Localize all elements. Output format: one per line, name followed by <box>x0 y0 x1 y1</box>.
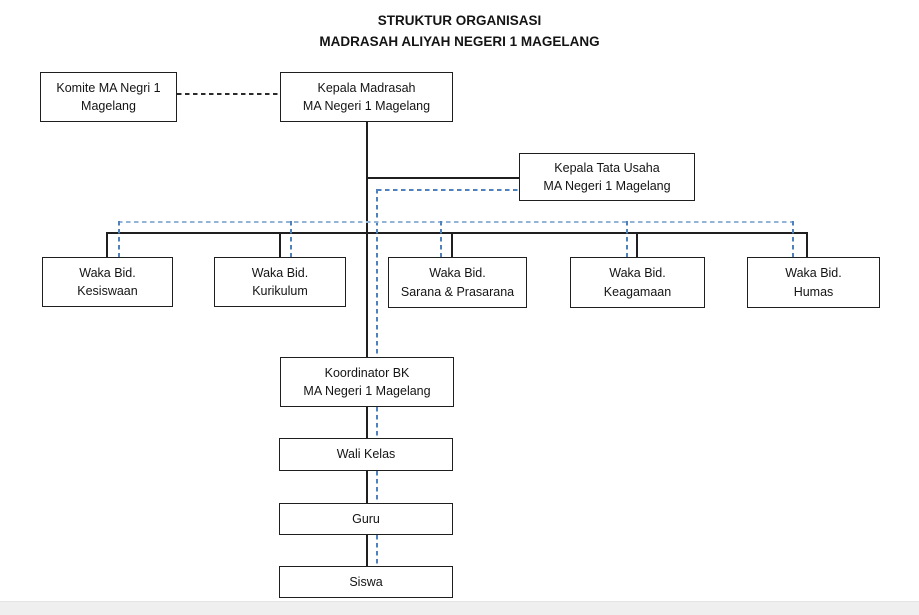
node-kepala-tata-usaha-line2: MA Negeri 1 Magelang <box>543 179 671 193</box>
node-guru: Guru <box>279 503 453 535</box>
connector-koordinator-wali-dashed <box>376 407 378 438</box>
node-waka-humas-line1: Waka Bid. <box>785 266 842 280</box>
node-waka-kurikulum-line1: Waka Bid. <box>251 265 309 280</box>
node-waka-sarana-prasarana-line1: Waka Bid. <box>429 266 486 280</box>
node-komite: Komite MA Negri 1 Magelang <box>40 72 177 122</box>
node-waka-kurikulum-line2: Kurikulum <box>252 284 308 298</box>
node-koordinator-bk-line1: Koordinator BK <box>324 365 410 380</box>
connector-stub-kesiswaan-solid <box>106 232 108 257</box>
node-waka-kesiswaan-line1: Waka Bid. <box>79 265 136 280</box>
node-komite-line1: Komite MA Negri 1 <box>56 80 161 95</box>
node-kepala-tata-usaha-line1: Kepala Tata Usaha <box>554 160 660 175</box>
connector-koordinator-wali-solid <box>366 407 368 438</box>
connector-stub-keagamaan-dashed <box>626 221 628 257</box>
connector-guru-siswa-dashed <box>376 535 378 566</box>
node-koordinator-bk-line2: MA Negeri 1 Magelang <box>303 384 431 398</box>
node-siswa: Siswa <box>279 566 453 598</box>
node-kepala-madrasah-line1: Kepala Madrasah <box>317 80 416 95</box>
connector-stub-kesiswaan-dashed <box>118 221 120 257</box>
connector-wali-guru-solid <box>366 471 368 503</box>
node-kepala-madrasah-line2: MA Negeri 1 Magelang <box>302 99 431 113</box>
connector-komite-kepala-dashed <box>177 93 280 95</box>
node-waka-kesiswaan-line2: Kesiswaan <box>77 284 138 298</box>
horizontal-scrollbar-track[interactable] <box>0 601 919 615</box>
connector-stub-kurikulum-dashed <box>290 221 292 257</box>
page-title: STRUKTUR ORGANISASI MADRASAH ALIYAH NEGE… <box>0 10 919 52</box>
node-waka-keagamaan: Waka Bid. Keagamaan <box>570 257 705 308</box>
node-wali-kelas-line1: Wali Kelas <box>336 447 396 462</box>
connector-trunk-to-tata-usaha <box>366 177 519 179</box>
node-koordinator-bk: Koordinator BK MA Negeri 1 Magelang <box>280 357 454 407</box>
connector-guru-siswa-solid <box>366 535 368 566</box>
node-guru-line1: Guru <box>352 511 380 526</box>
connector-waka-rail-solid <box>106 232 807 234</box>
node-waka-humas: Waka Bid. Humas <box>747 257 880 308</box>
connector-stub-keagamaan-solid <box>636 232 638 257</box>
connector-stub-sarana-dashed <box>440 221 442 257</box>
node-kepala-madrasah: Kepala Madrasah MA Negeri 1 Magelang <box>280 72 453 122</box>
node-waka-keagamaan-line2: Keagamaan <box>603 284 672 299</box>
page-title-line1: STRUKTUR ORGANISASI <box>377 13 542 28</box>
connector-wali-guru-dashed <box>376 471 378 503</box>
connector-tata-usaha-vertical-dashed <box>376 189 378 357</box>
page-title-line2: MADRASAH ALIYAH NEGERI 1 MAGELANG <box>319 34 600 49</box>
node-waka-kurikulum: Waka Bid. Kurikulum <box>214 257 346 307</box>
node-waka-keagamaan-line1: Waka Bid. <box>609 266 666 280</box>
node-wali-kelas: Wali Kelas <box>279 438 453 471</box>
connector-stub-sarana-solid <box>451 232 453 257</box>
node-komite-line2: Magelang <box>81 99 136 113</box>
node-waka-sarana-prasarana-line2: Sarana & Prasarana <box>400 284 515 299</box>
connector-stub-humas-solid <box>806 232 808 257</box>
connector-trunk-vertical <box>366 122 368 357</box>
connector-stub-kurikulum-solid <box>279 232 281 257</box>
connector-waka-rail-dashed <box>118 221 793 223</box>
node-siswa-line1: Siswa <box>349 574 383 589</box>
node-waka-kesiswaan: Waka Bid. Kesiswaan <box>42 257 173 307</box>
node-waka-humas-line2: Humas <box>793 284 834 299</box>
connector-stub-humas-dashed <box>792 221 794 257</box>
node-kepala-tata-usaha: Kepala Tata Usaha MA Negeri 1 Magelang <box>519 153 695 201</box>
connector-tata-usaha-horizontal-dashed <box>377 189 519 191</box>
node-waka-sarana-prasarana: Waka Bid. Sarana & Prasarana <box>388 257 527 308</box>
